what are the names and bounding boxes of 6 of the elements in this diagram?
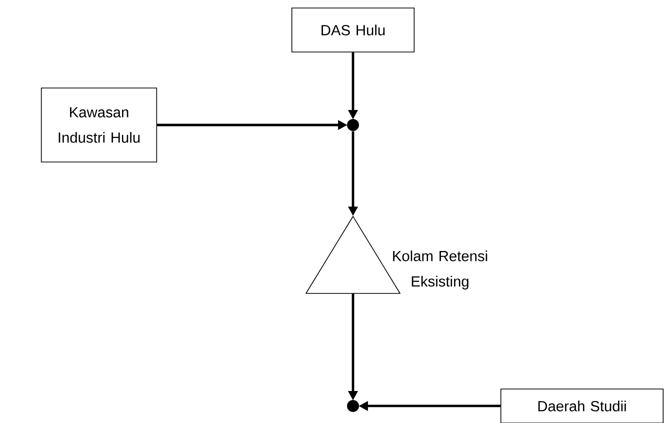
junction-dot bbox=[347, 400, 359, 412]
process-box: DAS Hulu bbox=[291, 8, 415, 52]
process-box: Kawasan Industri Hulu bbox=[40, 88, 158, 162]
node-caption: Kolam Retensi Eksisting bbox=[393, 250, 488, 290]
junction-dot bbox=[347, 119, 359, 131]
process-box: Daerah Studii bbox=[500, 388, 664, 423]
